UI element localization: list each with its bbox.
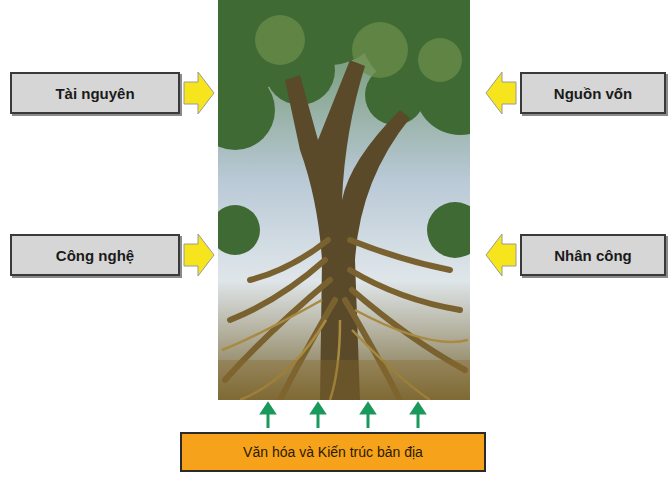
box-label: Nguồn vốn <box>554 85 632 102</box>
box-label: Tài nguyên <box>55 85 134 102</box>
input-arrow <box>184 72 516 276</box>
upward-arrow <box>262 404 424 428</box>
base-box: Văn hóa và Kiến trúc bản địa <box>180 432 486 472</box>
factor-box: Tài nguyên <box>10 72 180 114</box>
factor-box: Nguồn vốn <box>520 72 666 114</box>
factor-box: Nhân công <box>520 234 666 276</box>
factor-box: Công nghệ <box>10 234 180 276</box>
box-label: Văn hóa và Kiến trúc bản địa <box>243 444 423 460</box>
box-label: Công nghệ <box>56 247 134 264</box>
box-label: Nhân công <box>554 247 632 264</box>
